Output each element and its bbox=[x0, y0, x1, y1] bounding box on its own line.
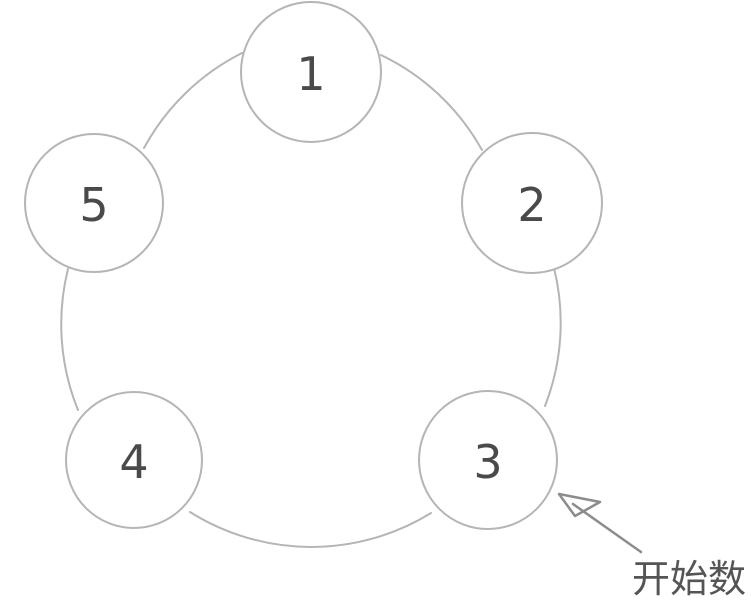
node-circle-1[interactable] bbox=[240, 1, 382, 143]
node-label-5: 5 bbox=[79, 178, 108, 232]
node-circle-5[interactable] bbox=[24, 133, 164, 273]
start-annotation-label: 开始数 bbox=[632, 557, 746, 601]
edge-4-to-5 bbox=[60, 268, 79, 411]
node-group-1[interactable]: 1 bbox=[240, 1, 382, 143]
node-label-4: 4 bbox=[119, 435, 148, 489]
node-group-3[interactable]: 3 bbox=[418, 390, 558, 530]
edge-5-to-1 bbox=[143, 52, 243, 149]
node-label-1: 1 bbox=[296, 47, 325, 101]
node-circle-4[interactable] bbox=[65, 391, 203, 529]
node-label-3: 3 bbox=[473, 435, 502, 489]
edge-2-to-3 bbox=[544, 267, 562, 407]
node-circle-2[interactable] bbox=[461, 132, 603, 274]
edge-3-to-4 bbox=[189, 511, 432, 548]
start-annotation-arrow bbox=[557, 492, 643, 554]
edge-1-to-2 bbox=[380, 54, 483, 151]
node-group-2[interactable]: 2 bbox=[461, 132, 603, 274]
arrow-head-icon bbox=[557, 492, 602, 518]
node-group-4[interactable]: 4 bbox=[65, 391, 203, 529]
node-circle-3[interactable] bbox=[418, 390, 558, 530]
node-group-5[interactable]: 5 bbox=[24, 133, 164, 273]
ring-arcs bbox=[60, 52, 562, 548]
node-label-2: 2 bbox=[517, 178, 546, 232]
